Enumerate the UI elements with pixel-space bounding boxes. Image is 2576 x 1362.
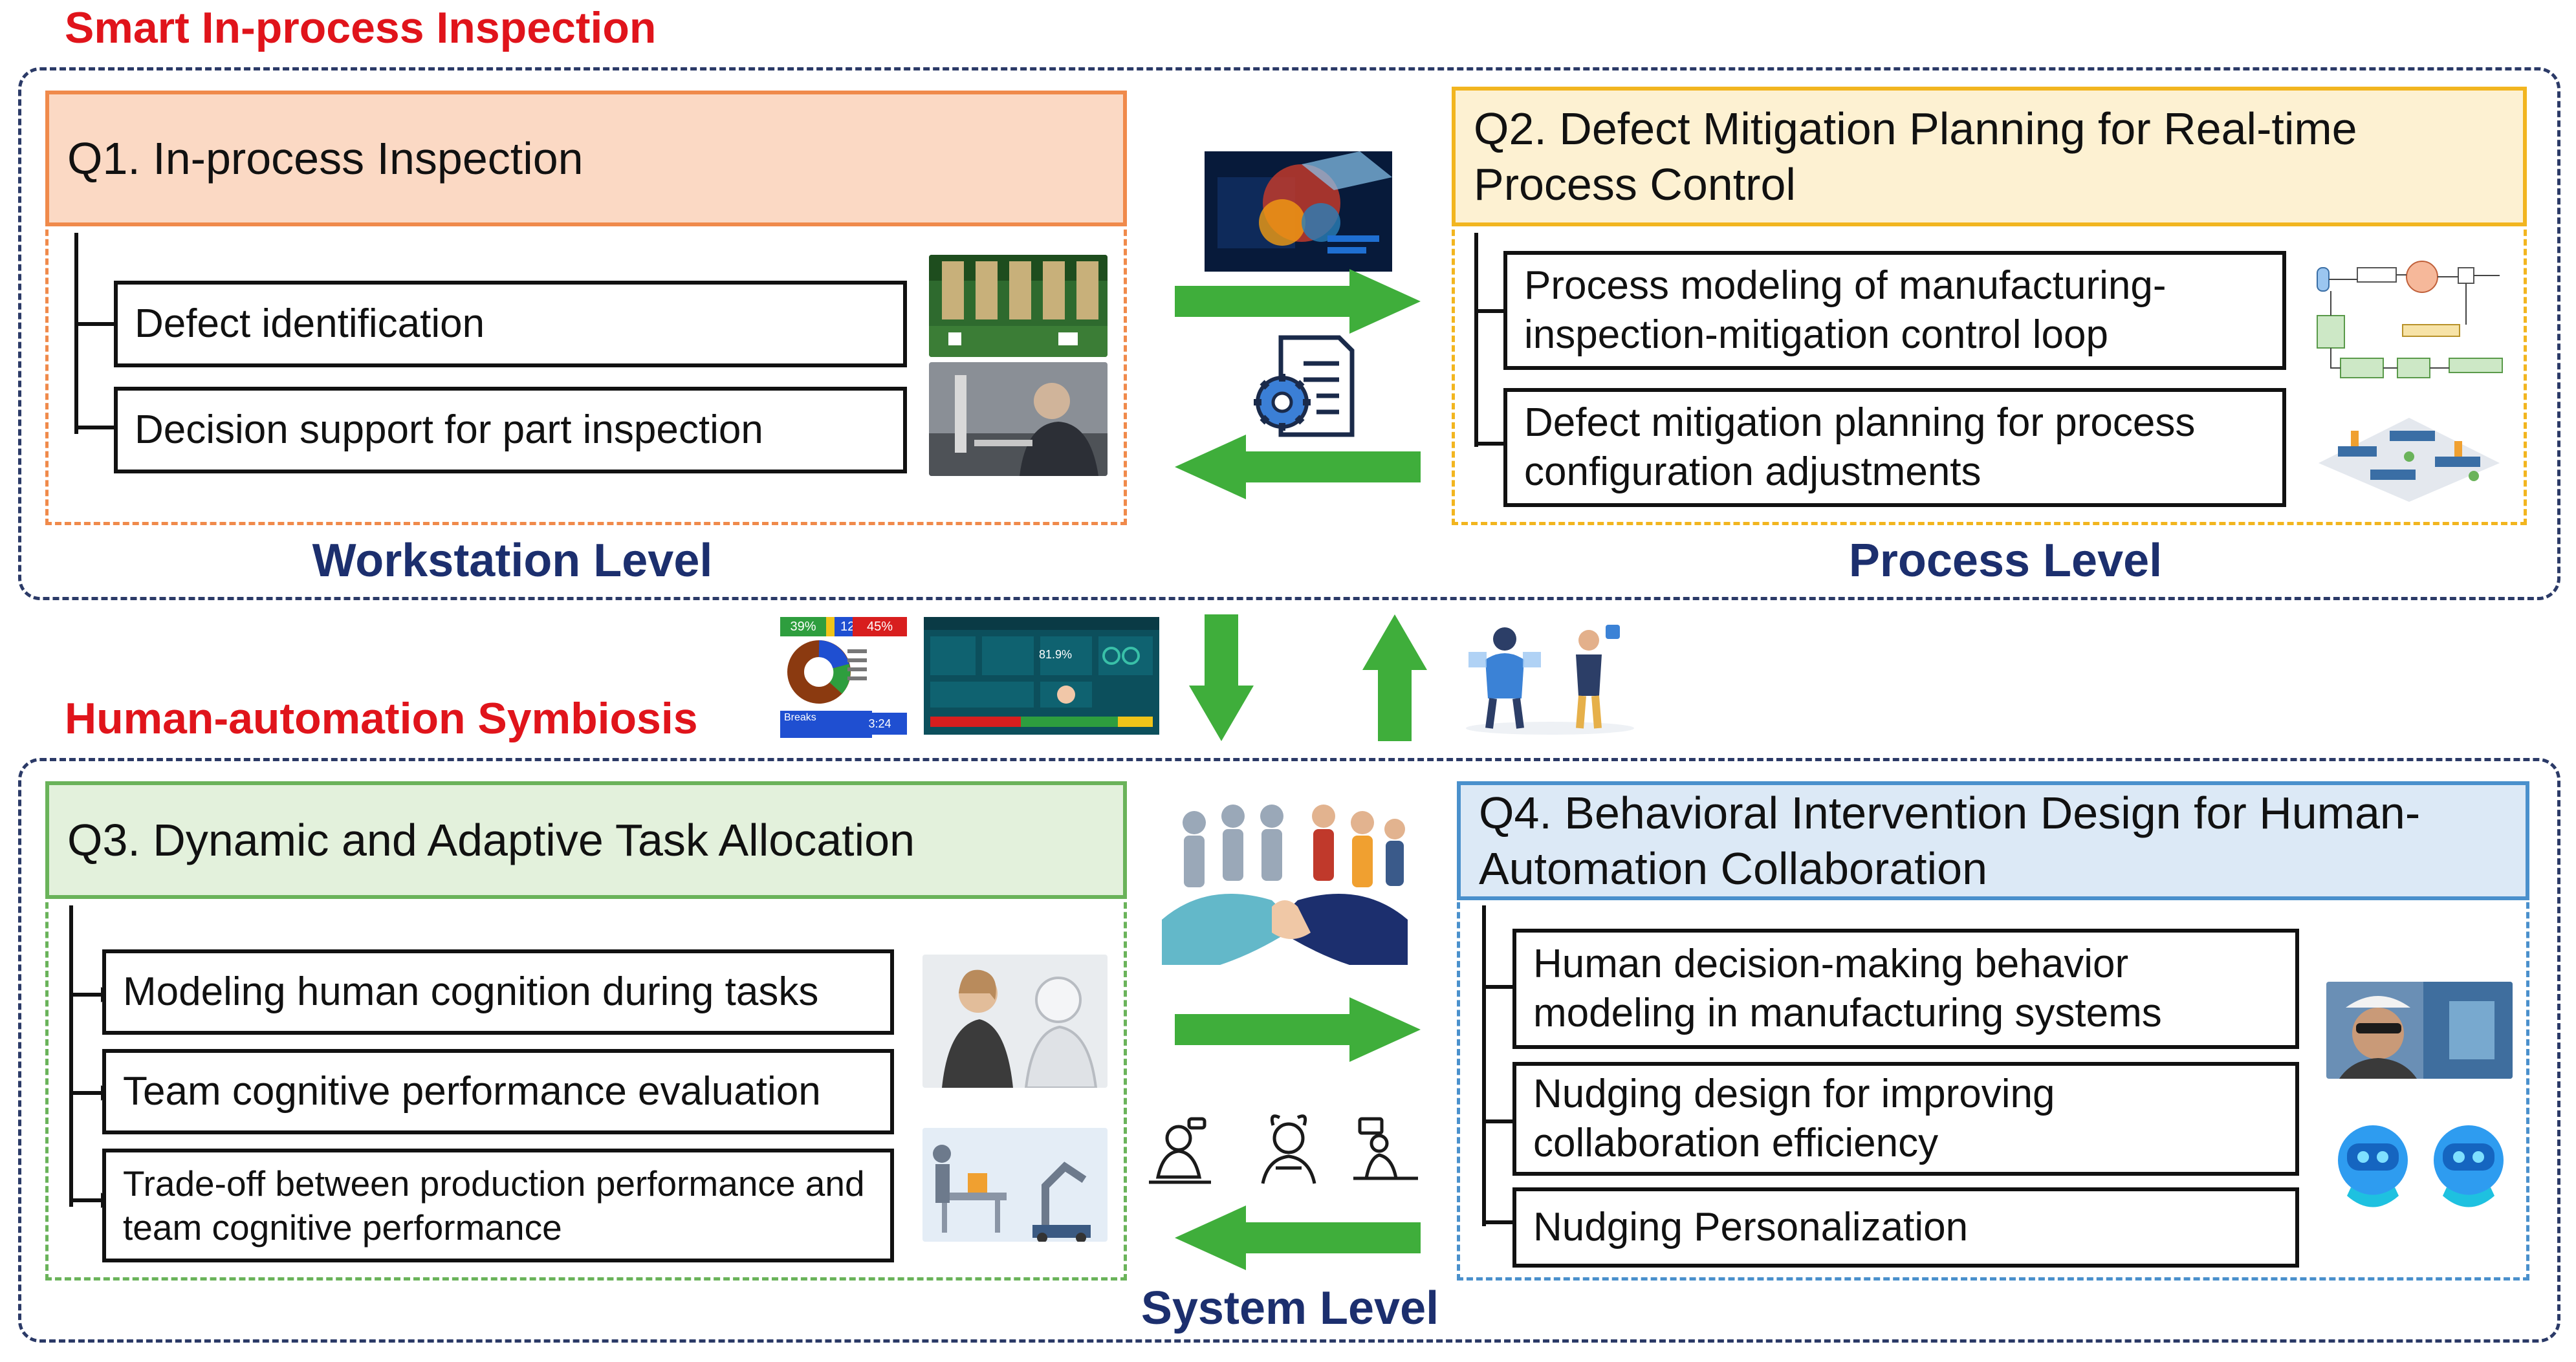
q4-tree-connector — [1482, 905, 1524, 1230]
workers-ar-image — [1466, 625, 1634, 735]
inspection-worker-image — [929, 362, 1108, 476]
top-section-title: Smart In-process Inspection — [65, 3, 657, 52]
control-loop-diagram-image — [2317, 261, 2503, 378]
workstation-level-label: Workstation Level — [312, 535, 713, 587]
q4-item-nudging-design: Nudging design for improving collaborati… — [1512, 1062, 2299, 1176]
q2-header: Q2. Defect Mitigation Planning for Real-… — [1452, 87, 2527, 226]
pct-badge: 39% — [780, 617, 826, 636]
q1-tree-connector — [74, 233, 128, 435]
q2-title: Q2. Defect Mitigation Planning for Real-… — [1474, 103, 2357, 210]
q4-header: Q4. Behavioral Intervention Design for H… — [1457, 781, 2529, 900]
human-robot-office-image — [922, 955, 1108, 1088]
q3-item-team-performance: Team cognitive performance evaluation — [102, 1049, 894, 1134]
q3-item-trade-off: Trade-off between production performance… — [102, 1149, 894, 1262]
worker-smart-glasses-image — [2326, 982, 2513, 1079]
arrow-left-top — [1175, 435, 1421, 499]
q4-title: Q4. Behavioral Intervention Design for H… — [1479, 788, 2421, 894]
q4-item-nudging-personalization: Nudging Personalization — [1512, 1187, 2299, 1268]
assembly-workstation-image — [922, 1128, 1108, 1242]
arrow-up-middle — [1362, 614, 1427, 741]
q2-item-process-modeling: Process modeling of manufacturing-inspec… — [1503, 251, 2286, 370]
donut-chart-graphic — [787, 640, 867, 704]
nudge-robot-icons — [2338, 1125, 2504, 1207]
q1-title: Q1. In-process Inspection — [67, 133, 584, 184]
q3-title: Q3. Dynamic and Adaptive Task Allocation — [67, 815, 915, 865]
time-value: 3:24 — [853, 713, 907, 735]
process-level-label: Process Level — [1848, 535, 2163, 587]
defect-board-image — [929, 255, 1108, 357]
handshake-human-robot-image — [1162, 805, 1408, 965]
q2-item-defect-mitigation: Defect mitigation planning for process c… — [1503, 388, 2286, 507]
bottom-outer-frame — [18, 758, 2560, 1343]
q3-header: Q3. Dynamic and Adaptive Task Allocation — [45, 781, 1127, 899]
q1-item-defect-identification: Defect identification — [114, 281, 907, 367]
document-settings-icon — [1254, 335, 1355, 437]
q4-item-decision-behavior: Human decision-making behavior modeling … — [1512, 929, 2299, 1049]
dashboard-metrics-image — [924, 617, 1159, 735]
inspection-monitor-image — [1205, 151, 1392, 272]
q1-header: Q1. In-process Inspection — [45, 91, 1127, 226]
panel-value: 81.9% — [1039, 648, 1073, 661]
bottom-section-title: Human-automation Symbiosis — [65, 694, 698, 743]
shift-label: Breaks — [784, 712, 816, 723]
factory-floor-image — [2319, 418, 2500, 502]
q3-item-modeling-cognition: Modeling human cognition during tasks — [102, 949, 894, 1035]
stressed-worker-icons — [1149, 1114, 1418, 1184]
arrow-down-middle — [1189, 614, 1254, 741]
pct-badge: 45% — [853, 617, 907, 636]
q1-item-decision-support: Decision support for part inspection — [114, 387, 907, 473]
top-outer-frame — [18, 67, 2560, 600]
system-level-label: System Level — [1141, 1282, 1439, 1334]
arrow-right-bottom — [1175, 997, 1421, 1062]
arrow-right-top — [1175, 269, 1421, 334]
arrow-left-bottom — [1175, 1205, 1421, 1270]
